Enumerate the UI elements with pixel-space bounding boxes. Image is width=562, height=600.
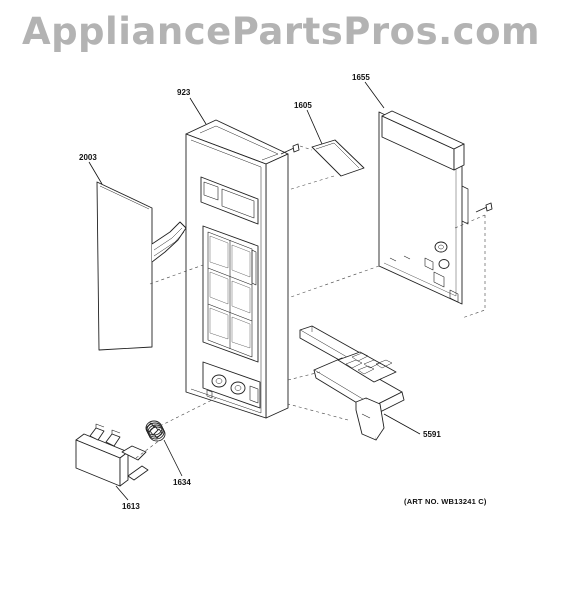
part-number-1634: 1634 bbox=[173, 478, 191, 487]
display-window-part bbox=[311, 139, 365, 177]
art-number-label: (ART NO. WB13241 C) bbox=[404, 497, 487, 506]
part-number-2003: 2003 bbox=[79, 153, 97, 162]
control-board-part bbox=[378, 110, 469, 305]
part-number-1655: 1655 bbox=[352, 73, 370, 82]
touchpad-membrane-part bbox=[96, 181, 187, 351]
part-number-5591: 5591 bbox=[423, 430, 441, 439]
assembly-guide-lines bbox=[135, 145, 486, 459]
door-latch-lever-part bbox=[299, 325, 405, 441]
part-number-1613: 1613 bbox=[122, 502, 140, 511]
watermark-logo: AppliancePartsPros.com bbox=[21, 10, 541, 53]
part-number-1605: 1605 bbox=[294, 101, 312, 110]
door-release-button-part bbox=[75, 423, 149, 487]
screw-parts bbox=[280, 143, 493, 213]
spring-part bbox=[145, 420, 166, 442]
part-number-923: 923 bbox=[177, 88, 191, 97]
control-panel-frame-part bbox=[185, 119, 289, 419]
callout-leader-lines bbox=[88, 81, 421, 501]
